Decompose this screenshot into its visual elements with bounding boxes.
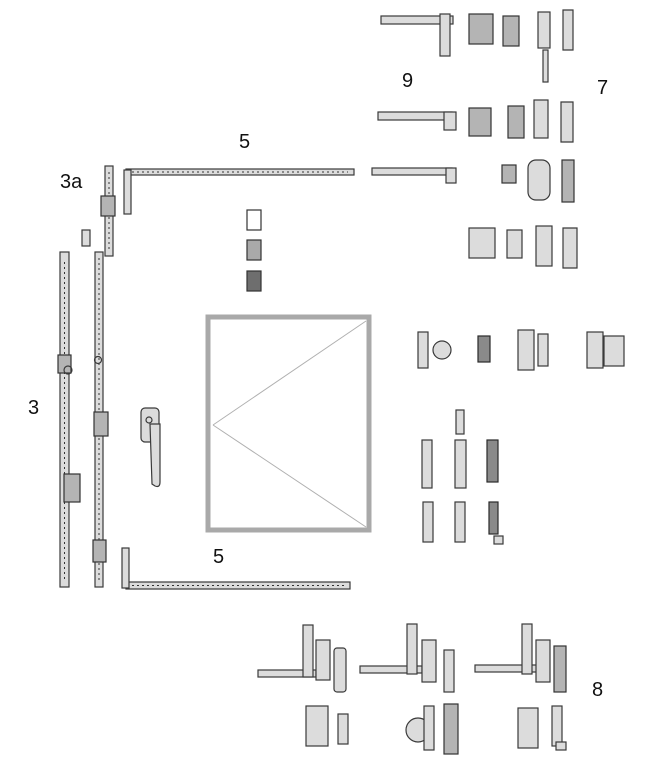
swatch-white: [246, 209, 262, 231]
label-3: 3: [28, 397, 39, 419]
part-9-stay-arms: [371, 13, 457, 184]
label-8: 8: [592, 679, 603, 701]
label-9: 9: [402, 70, 413, 92]
opening-line-upper: [212, 320, 367, 426]
color-legend: [246, 209, 262, 292]
window-frame-symbol: [205, 314, 372, 533]
part-3-espagnolette-rods: [57, 229, 109, 588]
label-5-top: 5: [239, 131, 250, 153]
part-5-bottom-bar: [121, 547, 351, 590]
handle-lever: [149, 423, 161, 488]
top-bar-rail: [125, 168, 355, 176]
swatch-dark-gray: [246, 270, 262, 292]
part-8-corner-parts: [257, 623, 567, 755]
label-3a: 3a: [60, 171, 83, 193]
part-3a-corner-drive: [100, 165, 116, 257]
middle-right-parts: [417, 329, 625, 371]
shoot-bolts-group: [421, 409, 504, 545]
swatch-light-gray: [246, 239, 262, 261]
part-7-keeps: [468, 9, 578, 269]
window-frame: [205, 314, 372, 533]
window-handle: [140, 407, 161, 488]
label-7: 7: [597, 77, 608, 99]
opening-line-lower: [212, 424, 367, 528]
part-5-top-bar: [123, 168, 355, 215]
rod-left: [59, 251, 70, 588]
label-5-bottom: 5: [213, 546, 224, 568]
